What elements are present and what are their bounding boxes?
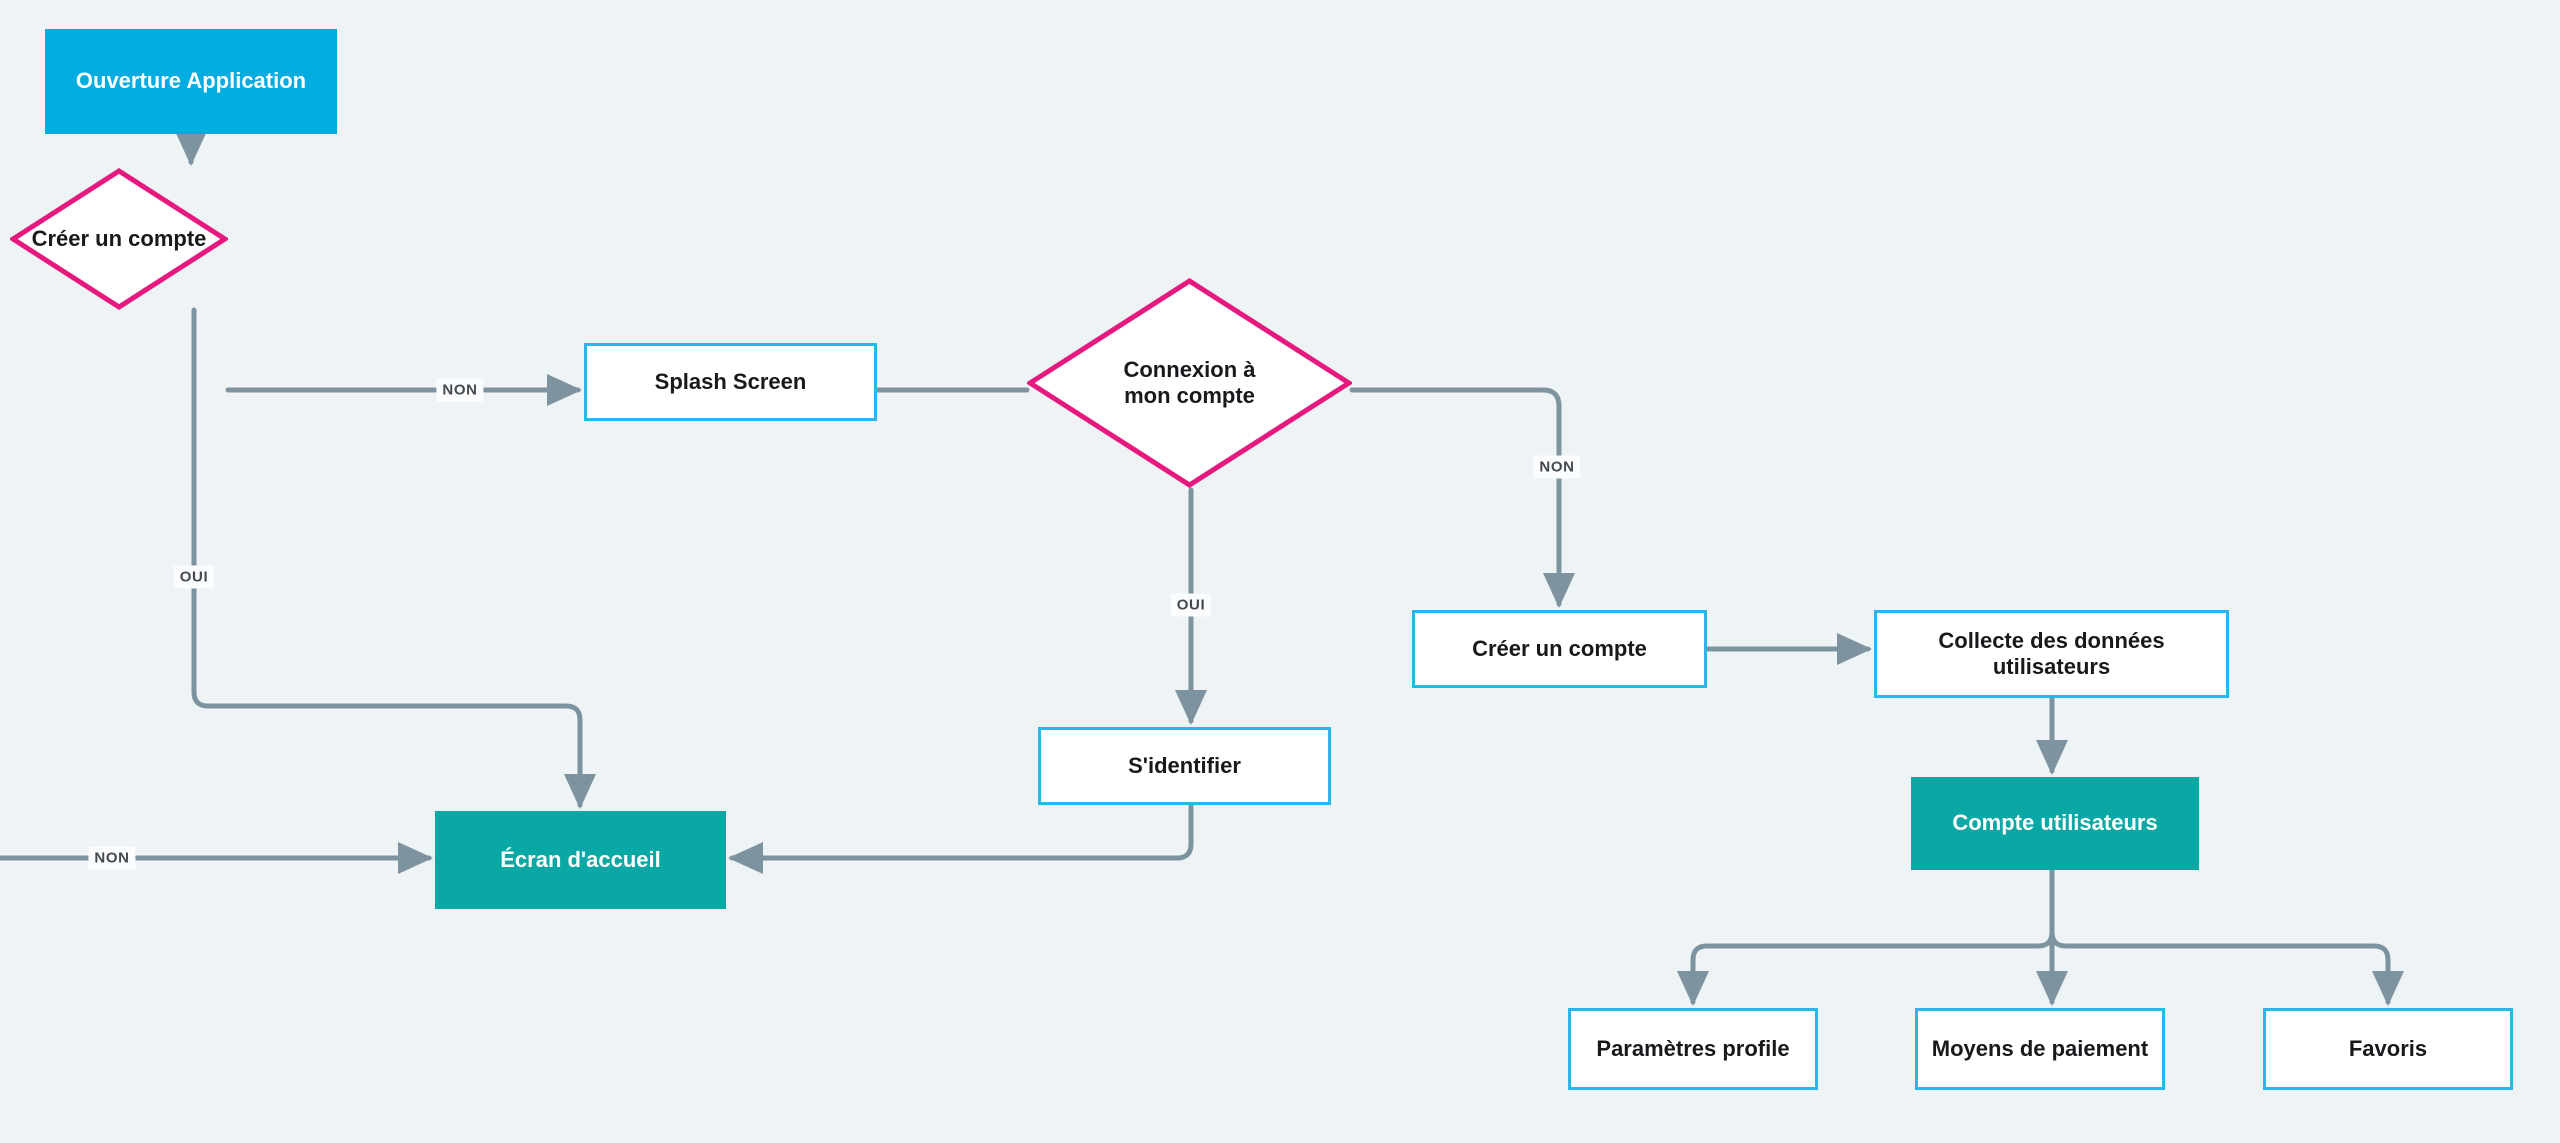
edge-identifier-to-ecran: [727, 802, 1194, 875]
node-ecran-d-accueil[interactable]: Écran d'accueil: [435, 811, 726, 909]
node-label: Créer un compte: [1472, 635, 1647, 661]
node-label: Écran d'accueil: [500, 846, 661, 872]
node-label: Connexion à mon compte: [1123, 356, 1256, 408]
node-label: Favoris: [2348, 1035, 2428, 1061]
node-label: Créer un compte: [31, 225, 207, 251]
node-collecte-des-donnees-utilisateurs[interactable]: Collecte des données utilisateurs: [1874, 610, 2229, 698]
edge-connexion-to-creer2: [1349, 387, 1576, 609]
edge-label-non-offscreen-ecran: NON: [88, 846, 136, 870]
node-label: S'identifier: [1128, 752, 1241, 778]
edge-label-oui-creer1-ecran: OUI: [173, 565, 215, 589]
node-ouverture-application[interactable]: Ouverture Application: [45, 29, 337, 134]
node-s-identifier[interactable]: S'identifier: [1038, 727, 1331, 805]
node-label: Paramètres profile: [1596, 1035, 1790, 1061]
node-label: Ouverture Application: [75, 68, 307, 94]
node-moyens-de-paiement[interactable]: Moyens de paiement: [1915, 1008, 2165, 1090]
node-label: Compte utilisateurs: [1952, 810, 2158, 836]
edge-compte-to-parametres: [1677, 867, 2055, 1007]
node-splash-screen[interactable]: Splash Screen: [584, 343, 877, 421]
node-label: Splash Screen: [654, 368, 807, 394]
node-label: Collecte des données utilisateurs: [1938, 627, 2165, 679]
edge-label-non-connexion-creer2: NON: [1533, 455, 1581, 479]
node-creer-un-compte-decision[interactable]: Créer un compte: [10, 168, 228, 310]
edge-label-oui-connexion-identifier: OUI: [1170, 593, 1212, 617]
edge-compte-to-favoris: [2049, 867, 2405, 1007]
node-connexion-a-mon-compte-decision[interactable]: Connexion à mon compte: [1027, 278, 1352, 488]
node-label: Moyens de paiement: [1931, 1035, 2149, 1061]
node-parametres-profile[interactable]: Paramètres profile: [1568, 1008, 1818, 1090]
node-creer-un-compte-process[interactable]: Créer un compte: [1412, 610, 1707, 688]
edge-creer1-to-ecran: [191, 307, 597, 810]
node-compte-utilisateurs[interactable]: Compte utilisateurs: [1911, 777, 2199, 870]
edge-label-non-creer1-splash: NON: [436, 378, 484, 402]
node-favoris[interactable]: Favoris: [2263, 1008, 2513, 1090]
